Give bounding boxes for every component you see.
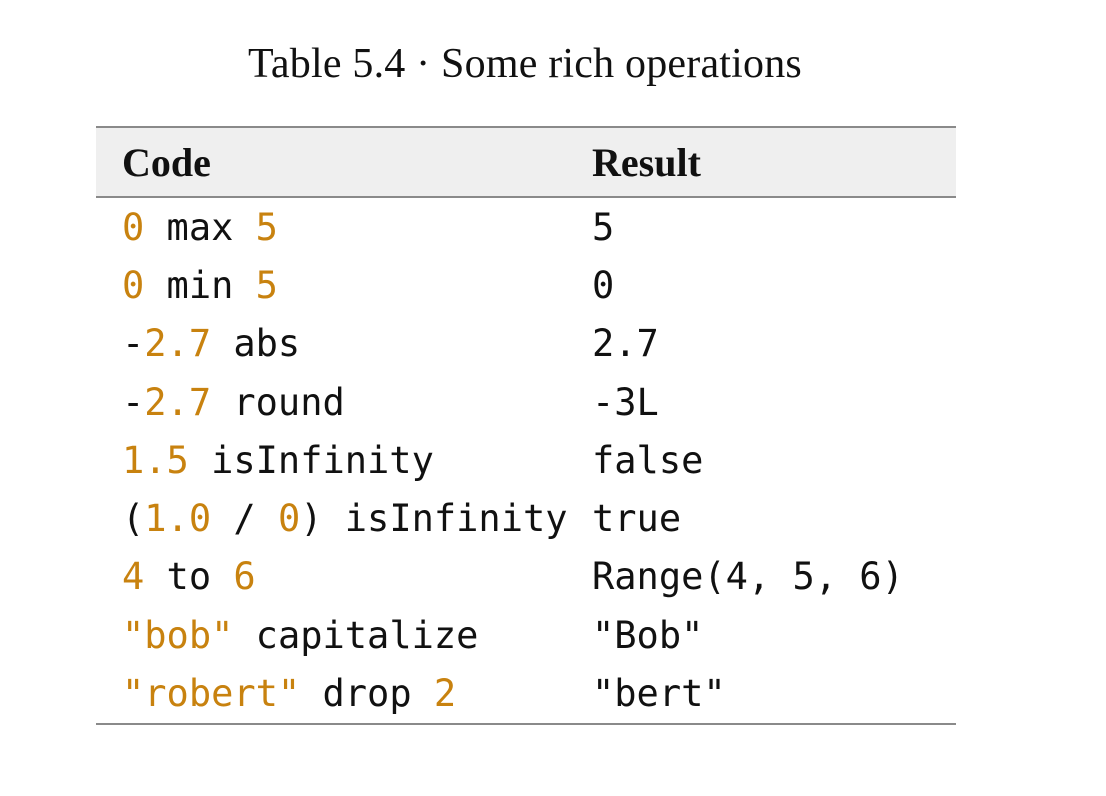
result-cell: true xyxy=(592,497,682,541)
code-cell: "bob" capitalize xyxy=(96,614,592,657)
result-cell: 0 xyxy=(592,263,615,307)
code-token: min xyxy=(144,263,256,307)
code-token: - xyxy=(122,322,145,366)
code-literal: 5 xyxy=(255,263,278,307)
code-token: isInfinity xyxy=(188,438,434,482)
code-literal: "robert" xyxy=(122,672,301,716)
code-cell: -2.7 abs xyxy=(96,322,592,365)
code-cell: 1.5 isInfinity xyxy=(96,439,592,482)
table-top-rule xyxy=(96,126,956,128)
code-literal: 0 xyxy=(122,263,145,307)
code-cell: -2.7 round xyxy=(96,381,592,424)
table-row: "robert" drop 2"bert" xyxy=(96,664,956,722)
result-cell: 2.7 xyxy=(592,322,659,366)
code-literal: 2 xyxy=(433,672,457,716)
code-literal: 0 xyxy=(122,205,145,249)
header-result: Result xyxy=(592,139,701,185)
code-literal: 0 xyxy=(277,497,301,541)
code-literal: "bob" xyxy=(122,613,234,657)
result-cell: "Bob" xyxy=(592,613,704,657)
code-token: abs xyxy=(211,322,301,366)
code-literal: 4 xyxy=(122,555,145,599)
result-cell: 5 xyxy=(592,205,615,249)
table-header: Code Result xyxy=(96,128,956,198)
table-row: "bob" capitalize"Bob" xyxy=(96,606,956,664)
code-token: ( xyxy=(122,497,145,541)
code-token: / xyxy=(211,497,278,541)
code-cell: 0 max 5 xyxy=(96,206,592,249)
code-literal: 5 xyxy=(255,205,278,249)
code-token: drop xyxy=(300,672,434,716)
table-bottom-rule xyxy=(96,722,956,725)
code-cell: "robert" drop 2 xyxy=(96,672,592,715)
header-code: Code xyxy=(122,139,211,185)
result-cell: Range(4, 5, 6) xyxy=(592,555,904,599)
code-literal: 6 xyxy=(233,555,256,599)
code-cell: 4 to 6 xyxy=(96,555,592,598)
code-token: ) isInfinity xyxy=(300,497,568,541)
code-literal: 2.7 xyxy=(144,322,212,366)
table-caption: Table 5.4 · Some rich operations xyxy=(248,41,802,87)
code-token: to xyxy=(144,555,234,599)
code-token: round xyxy=(211,380,345,424)
code-cell: 0 min 5 xyxy=(96,264,592,307)
code-literal: 1.5 xyxy=(122,438,189,482)
result-cell: -3L xyxy=(592,380,659,424)
code-token: max xyxy=(144,205,256,249)
result-cell: "bert" xyxy=(592,672,726,716)
result-cell: false xyxy=(592,438,704,482)
code-cell: (1.0 / 0) isInfinity xyxy=(96,497,592,540)
table-row: -2.7 round-3L xyxy=(96,373,956,431)
code-token: capitalize xyxy=(233,613,479,657)
code-literal: 1.0 xyxy=(144,497,212,541)
code-literal: 2.7 xyxy=(144,380,212,424)
code-token: - xyxy=(122,380,145,424)
